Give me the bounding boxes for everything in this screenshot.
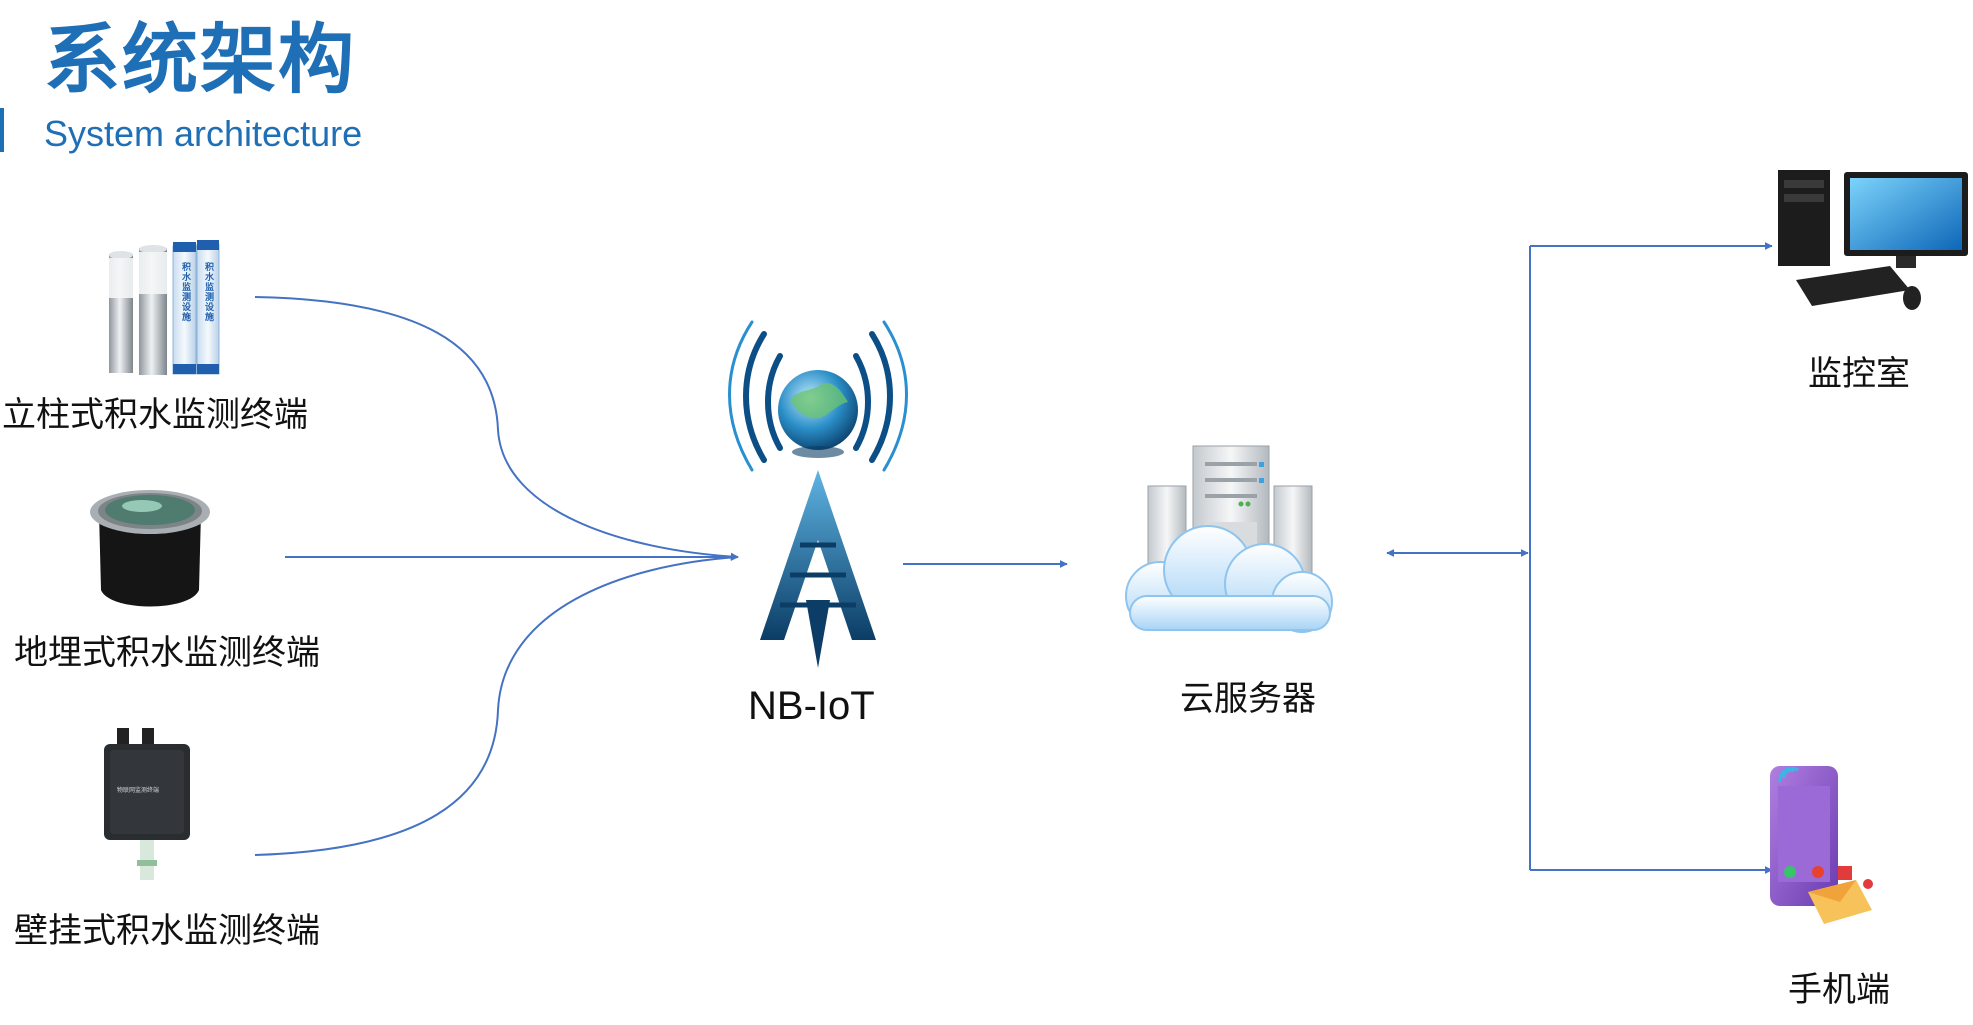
pillar-device-text: 积水监测设施	[203, 262, 213, 322]
buried-terminal-label: 地埋式积水监测终端	[14, 633, 320, 673]
connector-wall-to-nbiot	[254, 556, 739, 856]
monitor-room-label: 监控室	[1808, 354, 1910, 394]
cloud-server-icon	[1125, 445, 1333, 633]
wall-device-text: 物联网监测终端	[117, 787, 160, 794]
wall-terminal-icon	[104, 728, 190, 880]
pillar-terminal-icon	[109, 240, 220, 375]
title-accent-bar	[0, 108, 4, 152]
pillar-device-text: 积水监测设施	[180, 262, 190, 322]
mobile-label: 手机端	[1788, 970, 1890, 1010]
connectors	[254, 242, 1773, 874]
nbiot-label: NB-IoT	[748, 684, 875, 728]
page-subtitle: System architecture	[44, 113, 363, 154]
nbiot-tower-icon	[728, 320, 908, 668]
wall-terminal-label: 壁挂式积水监测终端	[14, 911, 320, 951]
mobile-phone-icon	[1770, 766, 1873, 924]
desktop-computer-icon	[1778, 170, 1968, 310]
buried-terminal-icon	[90, 490, 210, 607]
cloud-server-label: 云服务器	[1180, 679, 1316, 719]
connector-pillar-to-nbiot	[254, 296, 739, 561]
pillar-terminal-label: 立柱式积水监测终端	[2, 395, 308, 435]
page-title: 系统架构	[44, 15, 356, 104]
